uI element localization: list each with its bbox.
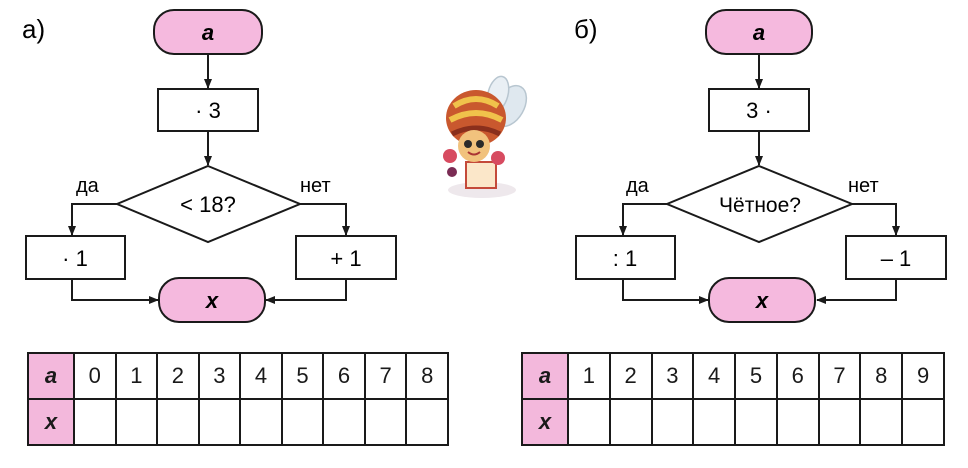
table-a-cell: 2 <box>156 352 200 400</box>
flowchart-b-no-text: – 1 <box>881 246 912 271</box>
flowchart-a-label: а) <box>22 14 45 44</box>
flowchart-b-label: б) <box>574 14 598 44</box>
flowchart-a: а) a · 3 < 18? да нет · 1 + 1 x <box>22 9 397 323</box>
flowchart-b-yes-box <box>575 235 676 280</box>
table-b-answer-cell[interactable] <box>567 398 611 446</box>
flowchart-a-multiply-box <box>157 88 259 132</box>
table-a-cell: 4 <box>239 352 283 400</box>
table-b: a 1 2 3 4 5 6 7 8 9 x <box>521 352 945 446</box>
flowchart-a-no-box <box>295 235 397 280</box>
flowchart-a-end <box>158 277 266 323</box>
table-b-answer-cell[interactable] <box>650 398 695 446</box>
table-b-answer-cell[interactable] <box>859 398 904 446</box>
flowchart-b-end-text: x <box>755 288 769 313</box>
table-a-cell: 6 <box>322 352 366 400</box>
table-b-header-a: a <box>521 352 569 400</box>
flowchart-b-multiply-text: 3 · <box>746 98 772 123</box>
table-a-answer-cell[interactable] <box>197 398 242 446</box>
flowchart-b: б) a 3 · Чётное? да нет : 1 – 1 x <box>574 9 947 323</box>
table-b-cell: 6 <box>775 352 820 400</box>
table-a-cell: 5 <box>280 352 325 400</box>
table-a: a 0 1 2 3 4 5 6 7 8 x <box>27 352 449 446</box>
table-a-answer-cell[interactable] <box>239 398 283 446</box>
flowchart-a-yes-label: да <box>76 175 100 197</box>
table-b-row-a: a 1 2 3 4 5 6 7 8 9 <box>521 352 945 400</box>
flowchart-a-end-text: x <box>205 288 219 313</box>
table-a-cell: 3 <box>197 352 242 400</box>
flowchart-a-yes-text: · 1 <box>62 246 88 271</box>
table-b-cell: 3 <box>650 352 695 400</box>
flowchart-b-condition-text: Чётное? <box>719 194 801 217</box>
flowchart-a-yes-box <box>25 235 126 280</box>
table-b-answer-cell[interactable] <box>817 398 862 446</box>
table-b-answer-cell[interactable] <box>734 398 778 446</box>
table-b-cell: 5 <box>734 352 778 400</box>
table-b-cell: 4 <box>692 352 737 400</box>
flowchart-a-no-label: нет <box>300 175 331 197</box>
bee-mascot-icon <box>443 75 528 198</box>
flowchart-b-yes-text: : 1 <box>613 246 637 271</box>
table-a-cell: 1 <box>114 352 159 400</box>
flowchart-a-no-text: + 1 <box>330 246 361 271</box>
flowchart-a-condition <box>114 164 303 244</box>
table-b-answer-cell[interactable] <box>901 398 945 446</box>
table-b-cell: 1 <box>567 352 611 400</box>
flowchart-a-start-text: a <box>202 20 214 45</box>
table-a-answer-cell[interactable] <box>73 398 117 446</box>
table-b-answer-cell[interactable] <box>608 398 653 446</box>
flowchart-b-end <box>708 277 816 323</box>
table-b-answer-cell[interactable] <box>775 398 820 446</box>
table-a-header-x: x <box>27 398 75 446</box>
table-a-row-a: a 0 1 2 3 4 5 6 7 8 <box>27 352 449 400</box>
flowchart-a-multiply-text: · 3 <box>195 98 221 123</box>
table-b-cell: 2 <box>608 352 653 400</box>
table-a-answer-cell[interactable] <box>322 398 366 446</box>
flowchart-b-multiply-box <box>708 88 810 132</box>
table-b-cell: 7 <box>817 352 862 400</box>
table-a-answer-cell[interactable] <box>405 398 449 446</box>
table-a-cell: 8 <box>405 352 449 400</box>
table-a-row-x: x <box>27 398 449 446</box>
table-b-cell: 8 <box>859 352 904 400</box>
table-b-row-x: x <box>521 398 945 446</box>
table-a-answer-cell[interactable] <box>280 398 325 446</box>
table-b-header-x: x <box>521 398 569 446</box>
table-a-answer-cell[interactable] <box>363 398 408 446</box>
table-a-cell: 0 <box>73 352 117 400</box>
flowchart-b-start-text: a <box>753 20 765 45</box>
table-a-header-a: a <box>27 352 75 400</box>
table-a-cell: 7 <box>363 352 408 400</box>
table-a-answer-cell[interactable] <box>114 398 159 446</box>
flowchart-b-condition <box>664 164 855 244</box>
table-a-answer-cell[interactable] <box>156 398 200 446</box>
table-b-cell: 9 <box>901 352 945 400</box>
flowchart-b-no-label: нет <box>848 175 879 197</box>
table-b-answer-cell[interactable] <box>692 398 737 446</box>
flowchart-b-yes-label: да <box>626 175 650 197</box>
flowchart-a-condition-text: < 18? <box>180 192 236 217</box>
